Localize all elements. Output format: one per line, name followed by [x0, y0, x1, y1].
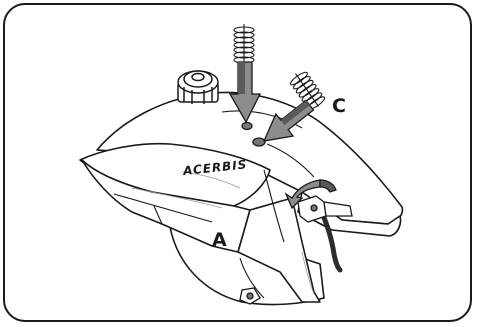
- label-a: A: [212, 229, 227, 251]
- illustration-frame: ACERBIS A C: [3, 3, 472, 322]
- screw-spring-icon: [234, 24, 254, 64]
- fuel-cap: [178, 71, 218, 104]
- label-c: C: [332, 95, 346, 117]
- fuel-tank-diagram: ACERBIS A C: [5, 5, 472, 322]
